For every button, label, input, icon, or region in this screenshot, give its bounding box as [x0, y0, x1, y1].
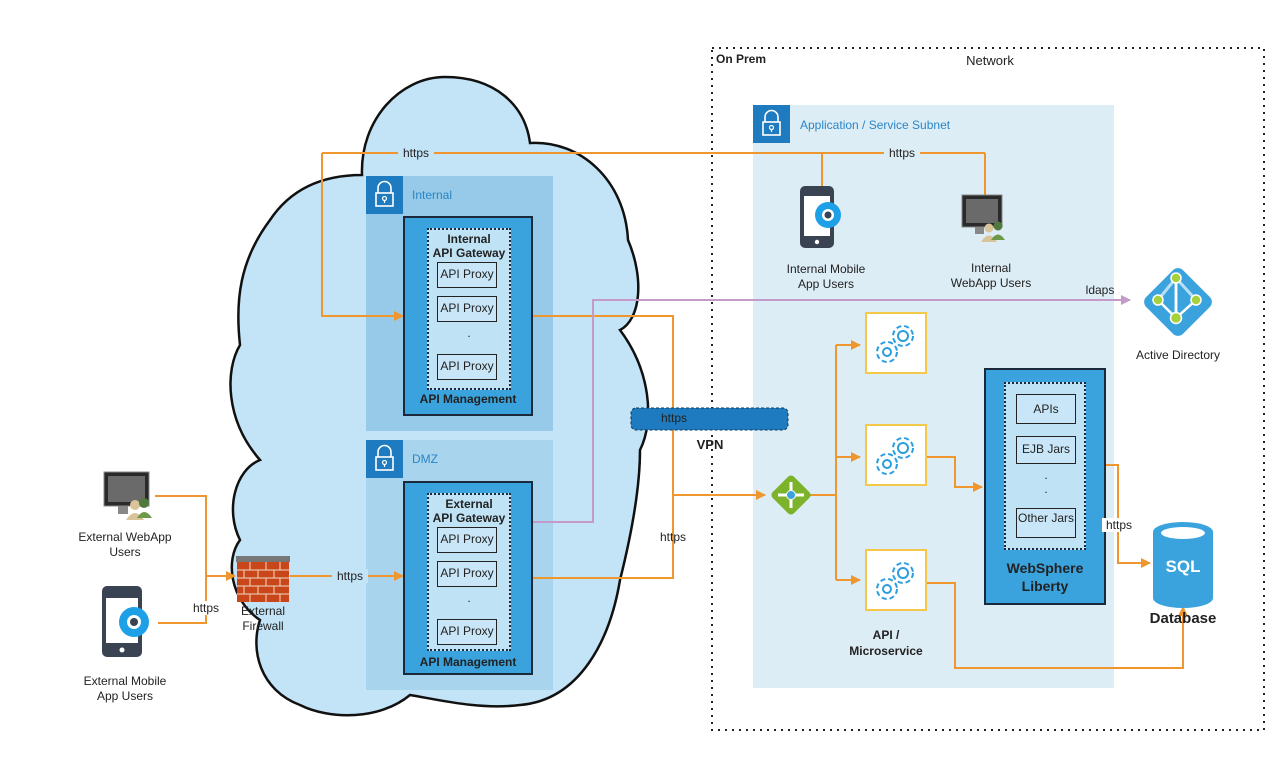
external-proxy-ellipsis: . [467, 591, 471, 605]
https-subnet-label: https [884, 146, 920, 160]
internal-gateway-title-1: Internal [447, 232, 491, 246]
https-external-mobile-label: https [188, 601, 224, 615]
internal-gateway-title-2: API Gateway [432, 246, 506, 260]
external-mobile-label-1: External Mobile [83, 674, 167, 688]
external-mobile-icon[interactable] [102, 586, 149, 657]
vpn-tunnel-label: https [660, 411, 687, 425]
websphere-title-2: Liberty [1021, 578, 1069, 594]
flow-svc3-to-db [927, 582, 1188, 669]
gears-icon [876, 437, 914, 475]
microservice-3[interactable] [865, 549, 927, 611]
websphere-ellipsis-2: . [1044, 482, 1048, 496]
external-mobile-label-2: App Users [96, 689, 154, 703]
subnet-lock-icon [753, 105, 790, 143]
websphere-item-ejb-jars[interactable]: EJB Jars [1016, 436, 1076, 464]
vpn-tunnel[interactable] [630, 407, 789, 431]
external-webapp-label-1: External WebApp [78, 530, 172, 544]
subnet-title: Application / Service Subnet [800, 118, 951, 132]
internal-proxy-ellipsis: . [467, 326, 471, 340]
gears-icon [876, 325, 914, 363]
websphere-container: APIs EJB Jars . . Other Jars [1004, 382, 1086, 550]
microservice-label-1: API / [872, 628, 900, 642]
websphere-item-apis[interactable]: APIs [1016, 394, 1076, 424]
flow-internal-gw-out [533, 315, 674, 495]
microservice-2[interactable] [865, 424, 927, 486]
firewall-label-2: Firewall [242, 619, 284, 633]
dmz-zone-title: DMZ [412, 452, 438, 466]
internal-mobile-label-2: App Users [797, 277, 855, 291]
internal-webapp-label-1: Internal [970, 261, 1012, 275]
internal-api-proxy-1[interactable]: API Proxy [437, 262, 497, 288]
internal-mobile-icon[interactable] [800, 186, 841, 248]
flow-dmz-gw-out [533, 495, 674, 579]
websphere-ellipsis-1: . [1044, 468, 1048, 482]
database-icon[interactable] [1153, 522, 1213, 608]
external-api-gateway[interactable]: External API Gateway API Proxy API Proxy… [427, 493, 511, 651]
microservice-1[interactable] [865, 312, 927, 374]
vpn-label: VPN [696, 437, 724, 452]
https-firewall-label: https [332, 569, 368, 583]
load-balancer-icon[interactable] [770, 474, 812, 516]
internal-api-gateway[interactable]: Internal API Gateway API Proxy API Proxy… [427, 228, 511, 390]
websphere-liberty[interactable]: APIs EJB Jars . . Other Jars WebSphere L… [984, 368, 1106, 605]
external-api-proxy-2[interactable]: API Proxy [437, 561, 497, 587]
microservice-label-2: Microservice [849, 644, 923, 658]
flow-svc2-to-websphere [927, 456, 983, 492]
external-gateway-title-1: External [445, 497, 493, 511]
external-api-proxy-3[interactable]: API Proxy [437, 619, 497, 645]
internal-api-proxy-2[interactable]: API Proxy [437, 296, 497, 322]
dmz-api-management[interactable]: External API Gateway API Proxy API Proxy… [403, 481, 533, 675]
flow-external-mobile [158, 576, 207, 624]
ldaps-label: ldaps [1085, 283, 1115, 297]
external-firewall-icon[interactable] [236, 556, 290, 602]
https-top-label: https [398, 146, 434, 160]
https-db-label: https [1102, 518, 1136, 532]
external-webapp-label-2: Users [109, 545, 141, 559]
internal-api-management-label: API Management [419, 392, 517, 406]
firewall-label-1: External [240, 604, 286, 618]
internal-api-management[interactable]: Internal API Gateway API Proxy API Proxy… [403, 216, 533, 416]
dmz-api-management-label: API Management [419, 655, 517, 669]
flow-external-webapp [155, 495, 207, 576]
flow-into-internal-gw [321, 153, 404, 321]
external-api-proxy-1[interactable]: API Proxy [437, 527, 497, 553]
database-label: Database [1149, 610, 1217, 627]
internal-lock-icon [366, 176, 403, 214]
external-gateway-title-2: API Gateway [432, 511, 506, 525]
active-directory-icon[interactable] [1141, 265, 1215, 339]
internal-webapp-label-2: WebApp Users [950, 276, 1032, 290]
database-icon-text: SQL [1165, 557, 1201, 576]
gears-icon [876, 562, 914, 600]
websphere-item-other-jars[interactable]: Other Jars [1016, 508, 1076, 538]
internal-zone-title: Internal [412, 188, 453, 202]
external-webapp-icon[interactable] [103, 471, 152, 520]
dmz-lock-icon [366, 440, 403, 478]
on-prem-label: On Prem [716, 52, 767, 66]
websphere-title-1: WebSphere [1006, 560, 1084, 576]
network-title: Network [966, 53, 1014, 68]
active-directory-label: Active Directory [1135, 348, 1221, 362]
internal-mobile-label-1: Internal Mobile [786, 262, 866, 276]
https-dmz-out-label: https [659, 530, 686, 544]
internal-api-proxy-3[interactable]: API Proxy [437, 354, 497, 380]
flow-ldaps [533, 295, 1131, 523]
internal-webapp-icon[interactable] [961, 194, 1005, 242]
